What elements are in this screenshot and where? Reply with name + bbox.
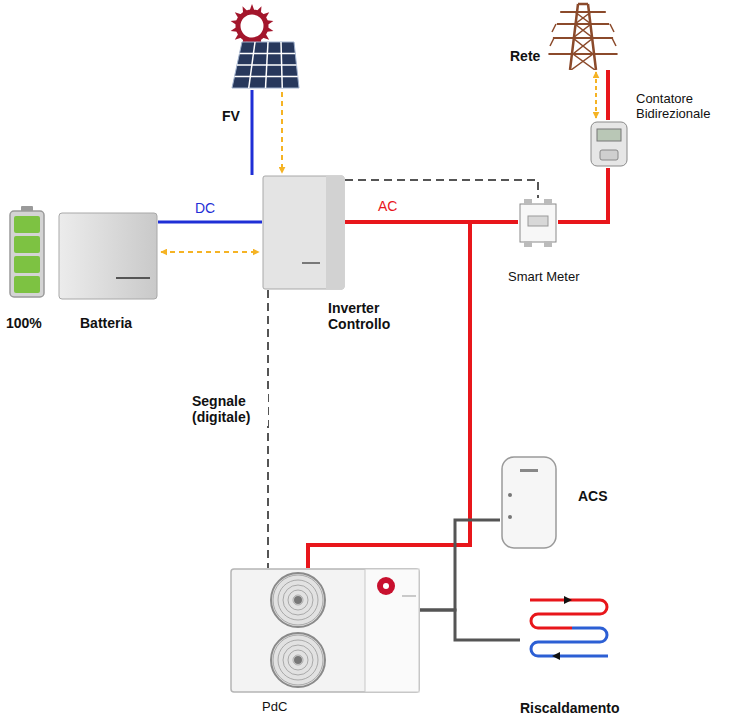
floor-heating-coil: Riscaldamento <box>520 592 615 664</box>
battery-unit: Batteria <box>58 212 158 300</box>
node-label: Batteria <box>80 315 132 331</box>
connector-label: DC <box>195 200 215 216</box>
battery-unit-icon <box>58 212 158 300</box>
connector-line <box>420 610 520 640</box>
node-label: Riscaldamento <box>520 700 620 716</box>
node-label: Contatore Bidirezionale <box>636 92 744 122</box>
inverter-unit-icon <box>262 175 345 290</box>
node-label: Smart Meter <box>508 270 580 285</box>
node-label: FV <box>222 108 240 124</box>
connector-line <box>345 180 538 198</box>
grid-tower: Rete <box>548 2 620 70</box>
bidirectional-meter: Contatore Bidirezionale <box>588 120 630 168</box>
node-label: ACS <box>578 488 608 504</box>
pv-panel: FV <box>228 2 302 90</box>
charge-level: 100% <box>6 315 42 331</box>
dhw-tank: ACS <box>500 455 558 550</box>
node-label: Rete <box>510 48 540 64</box>
inverter-unit: Inverter Controllo <box>262 175 345 290</box>
connector-line <box>161 251 259 253</box>
connector-line <box>281 92 283 173</box>
node-label: PdC <box>262 700 287 715</box>
pv-panel-icon <box>228 2 302 90</box>
connector-line <box>558 168 608 222</box>
grid-tower-icon <box>548 2 620 70</box>
floor-heating-coil-icon <box>520 592 615 664</box>
connector-label: Segnale (digitale) <box>190 392 268 426</box>
connector-line <box>420 520 500 610</box>
smart-meter-icon <box>518 198 558 248</box>
bidirectional-meter-icon <box>588 120 630 168</box>
heat-pump-unit-icon <box>230 568 420 693</box>
connector-line <box>595 72 597 118</box>
connector-line <box>267 290 269 568</box>
heat-pump-unit: PdC <box>230 568 420 693</box>
connector-line <box>606 70 610 120</box>
connector-line <box>158 221 262 224</box>
node-label: Inverter Controllo <box>328 300 406 332</box>
battery-level-icon <box>10 206 44 297</box>
connector-label: AC <box>378 198 397 214</box>
smart-meter: Smart Meter <box>518 198 558 248</box>
dhw-tank-icon <box>500 455 558 550</box>
connector-line <box>251 90 254 175</box>
